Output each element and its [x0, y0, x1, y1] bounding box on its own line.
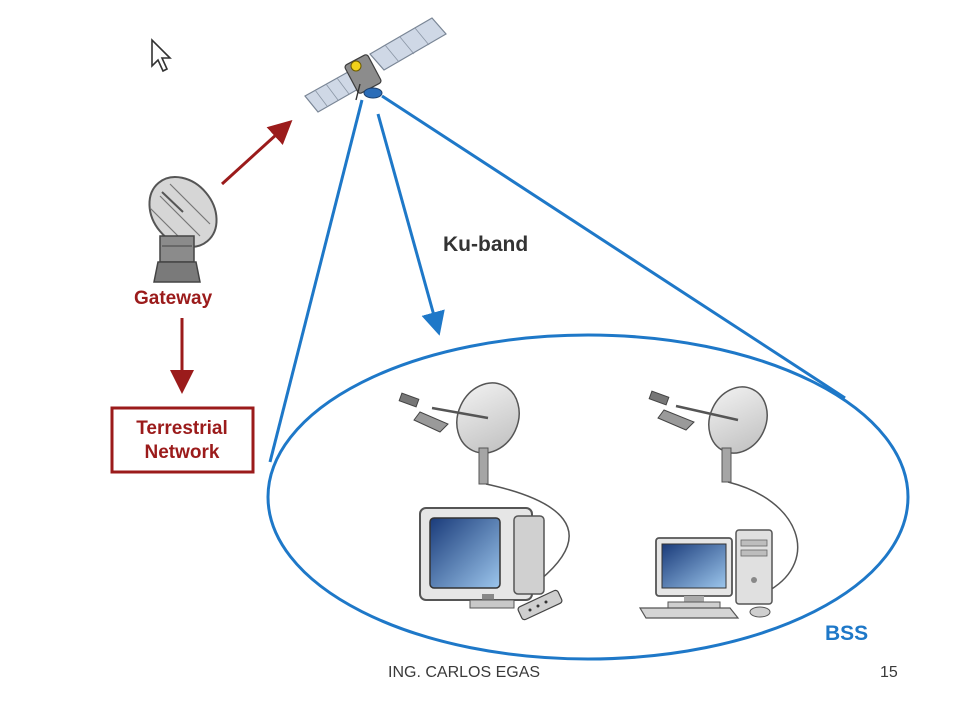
gateway-dish-icon	[148, 176, 218, 283]
beam-right-line	[381, 94, 846, 400]
ku-band-downlink-arrow	[376, 113, 445, 336]
terrestrial-label-line1: Terrestrial	[136, 418, 228, 439]
dish2-cable	[727, 481, 799, 591]
user-dish-icon	[648, 386, 768, 483]
remote-control-icon	[517, 589, 563, 621]
user-dish-icon	[398, 382, 520, 485]
desktop-computer-icon	[638, 529, 773, 619]
terrestrial-network-box	[110, 406, 255, 474]
bss-label: BSS	[825, 622, 868, 645]
page-number: 15	[880, 664, 898, 681]
uplink-arrow	[220, 119, 293, 186]
beam-left-line	[268, 99, 364, 463]
footer-author: ING. CARLOS EGAS	[388, 664, 541, 681]
gateway-label: Gateway	[134, 288, 213, 309]
dish1-cable	[485, 483, 570, 581]
ku-band-label: Ku-band	[443, 233, 528, 256]
terrestrial-label-line2: Network	[145, 442, 220, 463]
mouse-cursor-icon	[151, 38, 172, 73]
satellite-icon	[304, 17, 447, 113]
tv-icon	[419, 507, 545, 609]
coverage-area-ellipse	[266, 333, 910, 661]
